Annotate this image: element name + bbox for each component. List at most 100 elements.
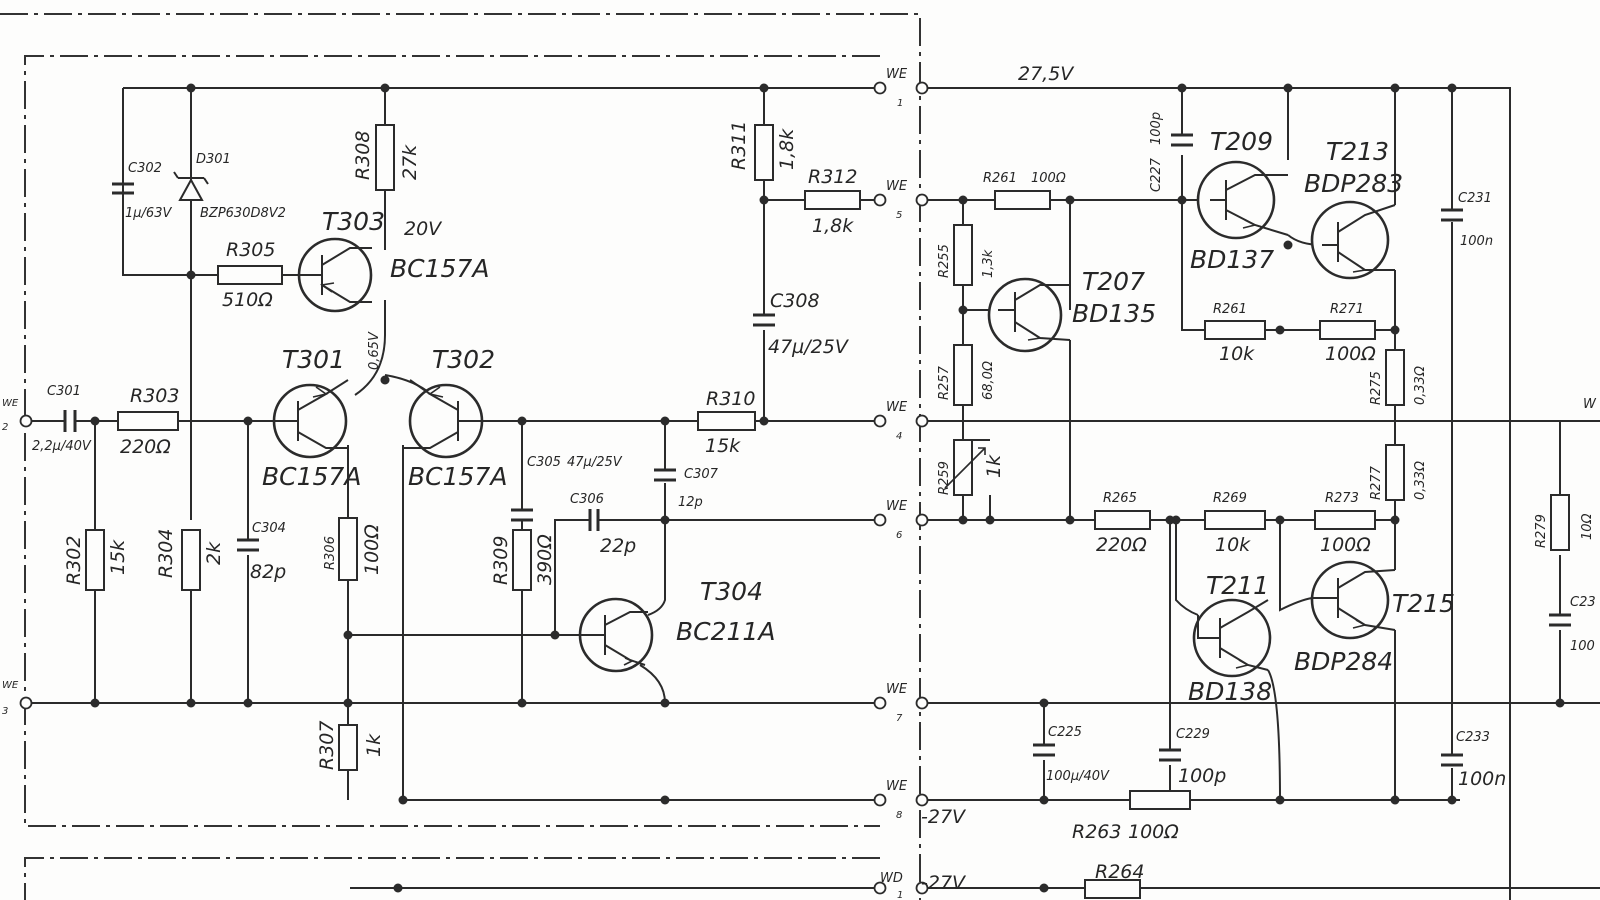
resistor-r261-10k: [1204, 320, 1266, 340]
r308-value: 27k: [399, 144, 421, 180]
r303-ref: R303: [130, 385, 179, 407]
t207-type: BD135: [1072, 299, 1156, 328]
wd1-number: 1: [897, 890, 903, 900]
c225-ref: C225: [1048, 725, 1082, 740]
c305-ref: C305: [527, 455, 561, 470]
wd1-label: WD: [880, 871, 903, 886]
r261a-value: 100Ω: [1031, 171, 1066, 186]
we5-label: WE: [886, 179, 908, 194]
c233-value: 100n: [1458, 768, 1506, 790]
t303-ref: T303: [322, 207, 385, 236]
t215-ref: T215: [1392, 589, 1455, 618]
t207-ref: T207: [1082, 267, 1145, 296]
c306-value: 22p: [600, 535, 636, 557]
capacitor-c233: [1441, 753, 1463, 767]
r273-value: 100Ω: [1320, 534, 1371, 556]
capacitor-c231: [1441, 208, 1463, 222]
c302-ref: C302: [128, 161, 162, 176]
resistor-r307: [338, 724, 358, 771]
transistor-t303: [297, 237, 373, 313]
r307-ref: R307: [316, 721, 338, 770]
capacitor-c229: [1159, 748, 1181, 762]
resistor-r275: [1385, 349, 1405, 406]
transistor-t304: [555, 597, 654, 673]
c225-value: 100µ/40V: [1046, 769, 1110, 784]
c233-ref: C233: [1456, 730, 1490, 745]
resistor-r261-100: [994, 190, 1051, 210]
capacitor-c306: [588, 509, 600, 531]
capacitor-c227: [1171, 133, 1193, 147]
we1-label: WE: [886, 67, 908, 82]
c307-ref: C307: [684, 467, 719, 482]
c302-value: 1µ/63V: [125, 206, 172, 221]
we7-label: WE: [886, 682, 908, 697]
we4-label: WE: [886, 400, 908, 415]
r263-value: 100Ω: [1128, 821, 1179, 843]
r306-ref: R306: [323, 536, 338, 570]
wiring: [30, 87, 1600, 900]
c231-ref: C231: [1458, 191, 1492, 206]
capacitor-c308: [753, 313, 775, 327]
t215-type: BDP284: [1294, 647, 1393, 676]
trimmer-arrow-icon: [944, 447, 986, 489]
c304-value: 82p: [250, 561, 286, 583]
c306-ref: C306: [570, 492, 604, 507]
resistor-r304: [181, 529, 201, 591]
zener-diode-d301: [173, 171, 209, 201]
t302-ref: T302: [432, 345, 495, 374]
transistor-t213: [1310, 200, 1396, 280]
r302-ref: R302: [63, 536, 85, 585]
capacitor-c225: [1033, 743, 1055, 757]
r259-ref: R259: [937, 461, 952, 495]
c227-value: 100p: [1149, 112, 1164, 145]
lower-module-frame: [24, 857, 880, 900]
resistor-r259-trimmer: [953, 439, 973, 496]
t301-ref: T301: [282, 345, 345, 374]
resistor-r277: [1385, 444, 1405, 501]
t304-type: BC211A: [676, 617, 775, 646]
r257-value: 68,0Ω: [981, 361, 996, 400]
r261b-value: 10k: [1219, 343, 1255, 365]
r261a-ref: R261: [983, 171, 1017, 186]
r305-value: 510Ω: [222, 289, 273, 311]
we1-number: 1: [897, 98, 903, 109]
connector-labels: WE 1 WE 5 WE 4 WE 6 WE 7 WE 8 WD 1 WE 2 …: [2, 67, 1597, 900]
r269-ref: R269: [1213, 491, 1247, 506]
r304-ref: R304: [155, 529, 177, 578]
c301-ref: C301: [47, 384, 81, 399]
c301-value: 2,2µ/40V: [32, 439, 92, 454]
transistor-t211: [1192, 598, 1272, 678]
resistor-r269: [1204, 510, 1266, 530]
transistors: T303 BC157A 20V 0,65V T301 BC157A T302 B…: [262, 127, 1455, 706]
r271-ref: R271: [1330, 302, 1364, 317]
resistor-r306: [338, 517, 358, 581]
t211-ref: T211: [1206, 571, 1269, 600]
resistor-r255: [953, 224, 973, 286]
r307-value: 1k: [363, 733, 385, 757]
c229-value: 100p: [1178, 765, 1226, 787]
r309-value: 390Ω: [534, 534, 556, 585]
r263-ref: R263: [1072, 821, 1121, 843]
t209-ref: T209: [1210, 127, 1273, 156]
c304-ref: C304: [252, 521, 286, 536]
we8-label: WE: [886, 779, 908, 794]
r309-ref: R309: [490, 536, 512, 585]
emitter-voltage-label: 0,65V: [367, 331, 382, 370]
rail-positive-label: 27,5V: [1018, 63, 1075, 85]
d301-ref: D301: [196, 152, 231, 167]
r303-value: 220Ω: [120, 436, 171, 458]
we2-label: WE: [2, 398, 19, 409]
resistor-r263: [1129, 790, 1191, 810]
transistor-t209: [1196, 160, 1289, 240]
we3-label: WE: [2, 680, 19, 691]
r259-value: 1k: [983, 454, 1005, 478]
resistor-r309: [512, 529, 532, 591]
diode-triangle-icon: [178, 177, 204, 201]
capacitor-c23x: [1549, 613, 1571, 627]
c23x-value: 100: [1570, 639, 1595, 654]
t213-type: BDP283: [1304, 169, 1403, 198]
module-frames: [0, 13, 921, 900]
rail-negative-label: -27V: [921, 806, 967, 828]
r255-value: 1,3k: [981, 249, 996, 278]
junctions: [90, 83, 1565, 893]
